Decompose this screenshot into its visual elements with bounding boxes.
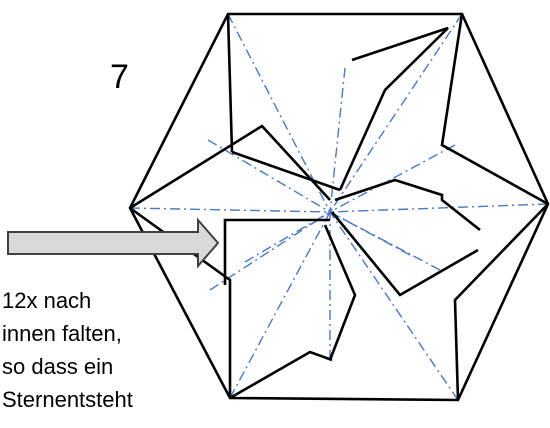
step-number: 7 (110, 58, 129, 96)
fold-line (329, 211, 411, 256)
fold-line (329, 203, 549, 213)
fold-line (129, 207, 331, 213)
fold-instructions: 12x nach innen falten, so dass ein Stern… (2, 284, 133, 416)
fold-lines (129, 13, 549, 401)
fold-line (227, 13, 331, 213)
fold-line (209, 211, 331, 291)
flap-center-right (334, 178, 481, 232)
fold-line (329, 144, 456, 213)
flap-top (338, 26, 449, 191)
fold-line (329, 13, 463, 213)
right-arrow-icon (7, 217, 220, 269)
flap-inner-top (231, 150, 341, 192)
flap-bottom-right (330, 211, 479, 297)
fold-line (329, 211, 459, 401)
fold-edge-top-left (226, 13, 234, 153)
instruction-line: Sternentsteht (2, 387, 133, 412)
flap-bottom-center (323, 224, 357, 361)
fold-line (207, 139, 331, 213)
instruction-line: innen falten, (2, 321, 122, 346)
fold-edge-bottom (229, 350, 333, 400)
fold-edge-top-right (440, 13, 549, 206)
fold-outline (128, 12, 550, 402)
fold-edge-bottom-right (453, 203, 549, 401)
flap-left (129, 124, 331, 210)
instruction-line: 12x nach (2, 288, 92, 313)
fold-line (229, 211, 331, 399)
instruction-line: so dass ein (2, 354, 114, 379)
flap-center-left (223, 218, 330, 285)
